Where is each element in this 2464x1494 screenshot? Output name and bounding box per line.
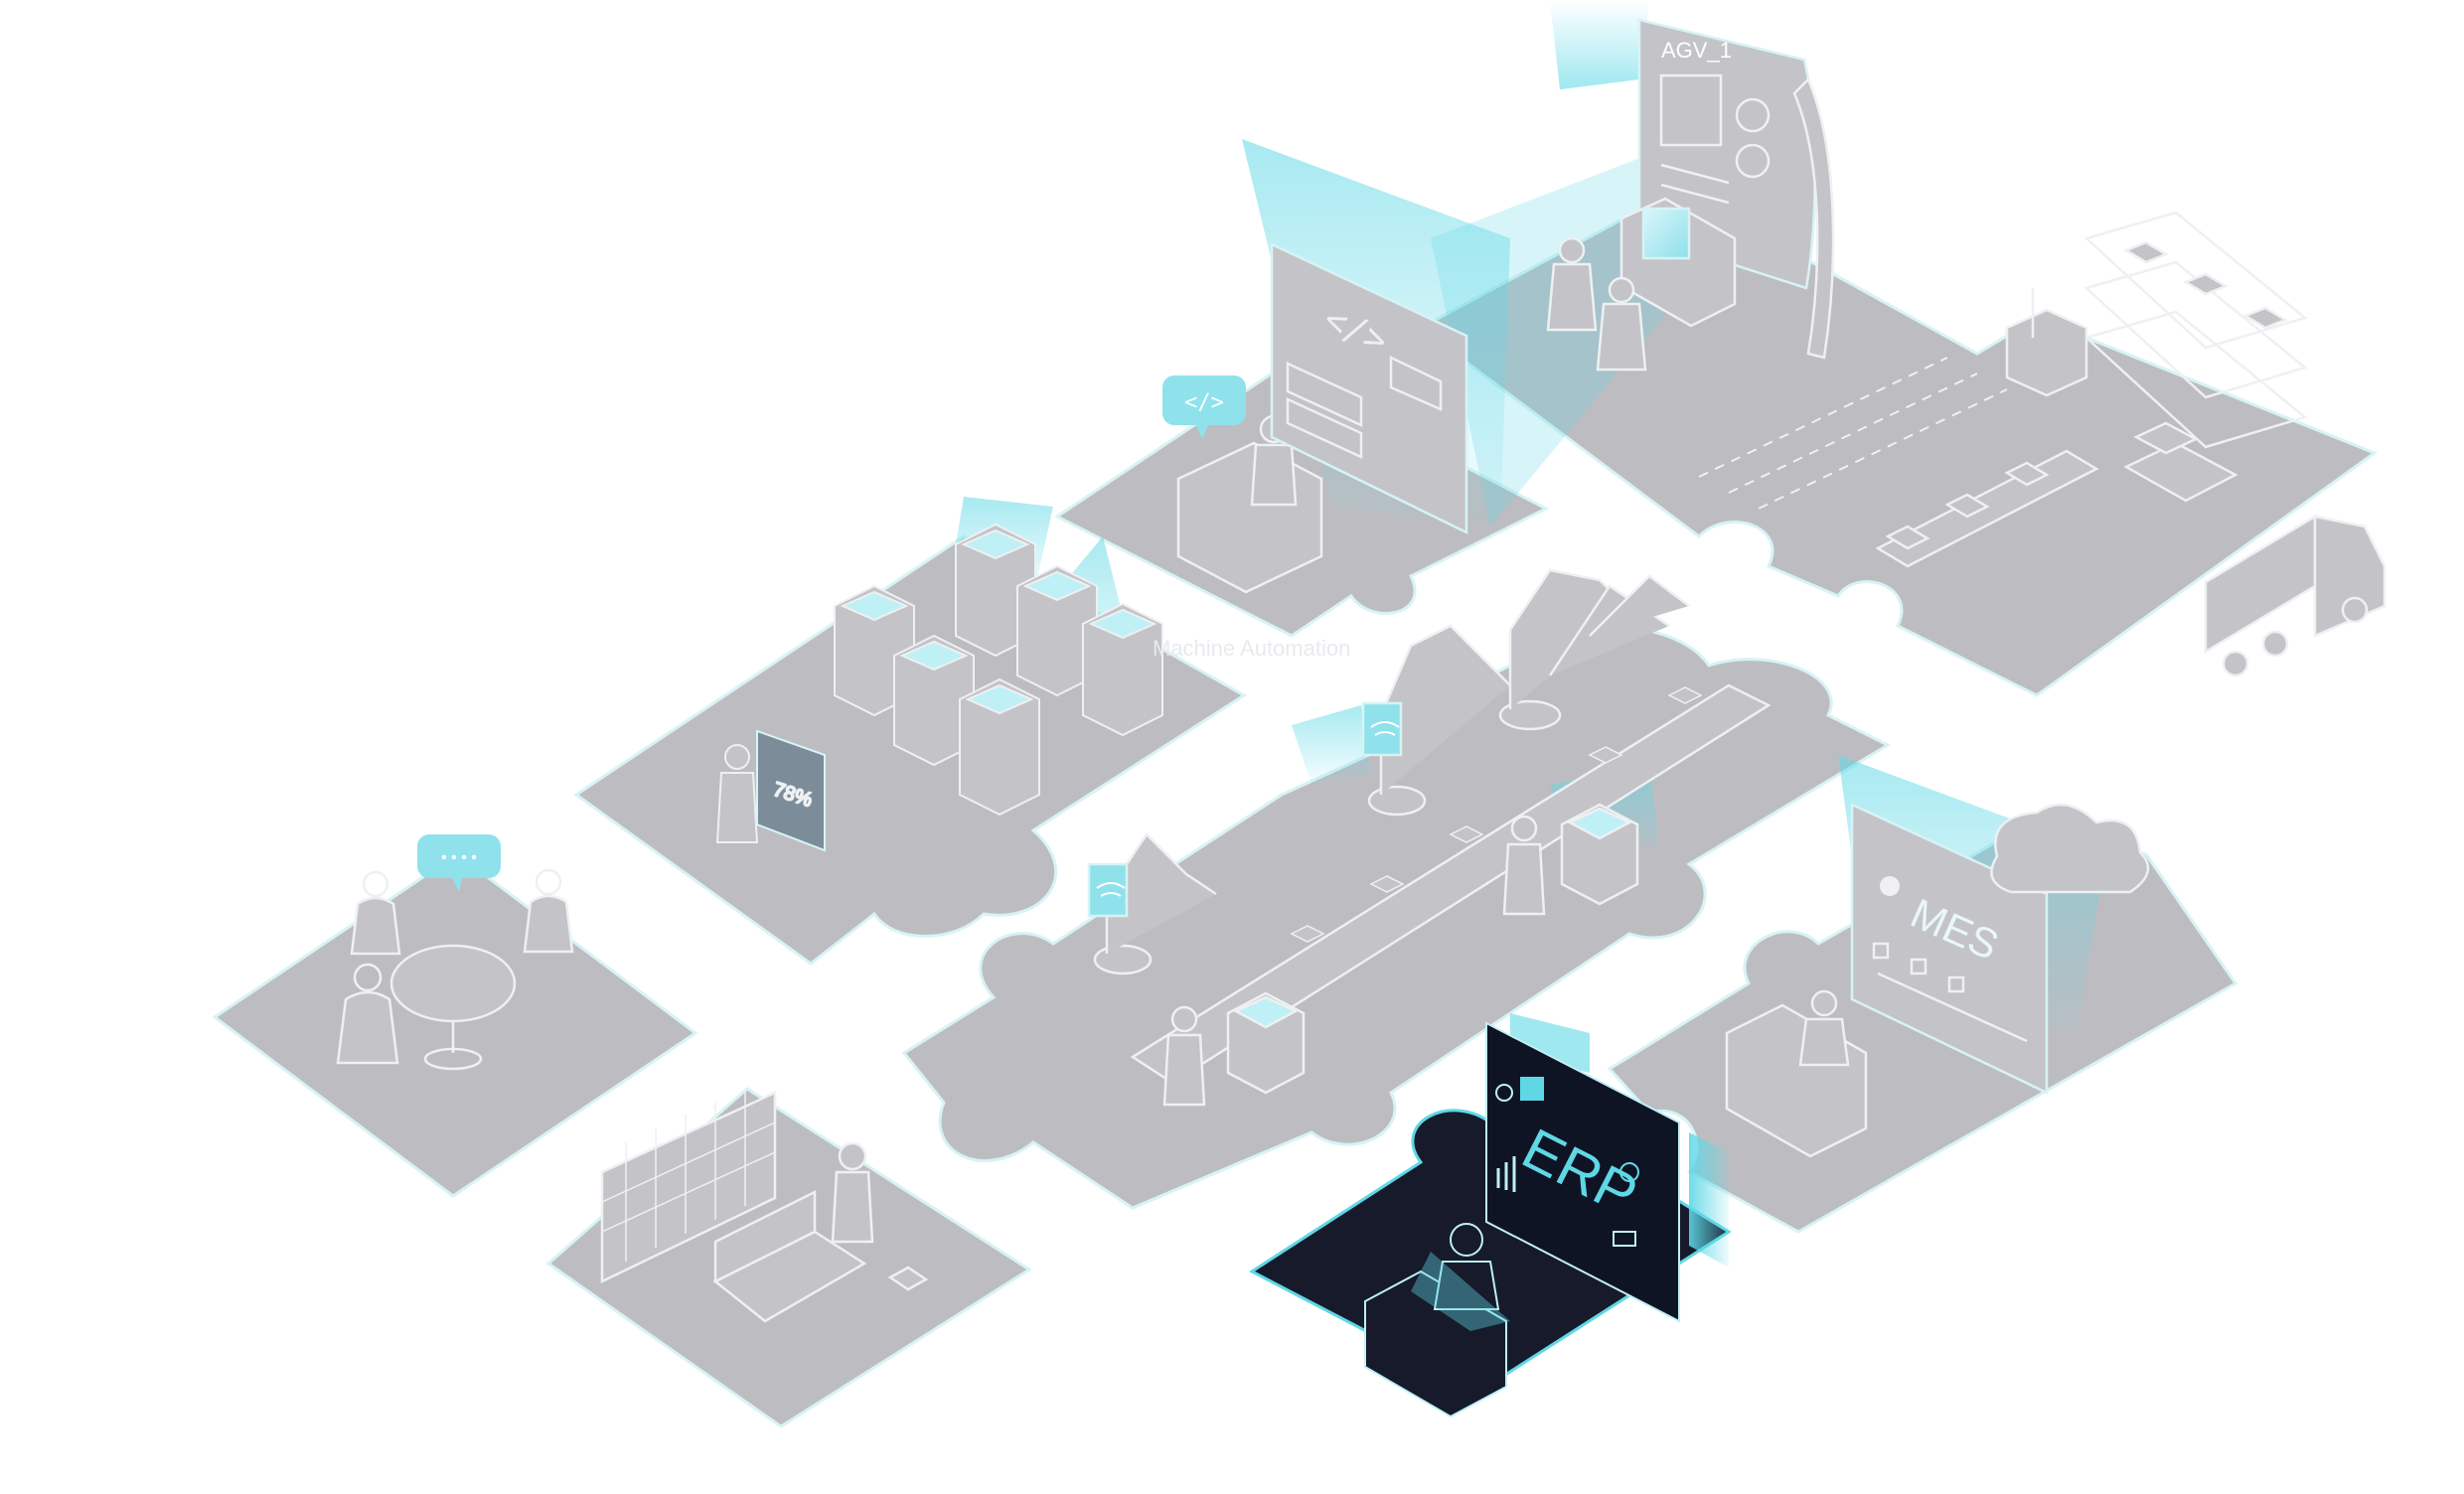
forklift-icon <box>2005 288 2088 397</box>
small-box-icon <box>887 1266 929 1291</box>
chat-bubble-icon[interactable]: • • • • <box>417 834 501 892</box>
server-rack-icon <box>893 634 975 767</box>
bar-chart-icon <box>1496 1156 1516 1192</box>
percent-monitor[interactable]: 78% <box>756 729 826 852</box>
robot-arm-cluster <box>1498 568 1690 731</box>
agv-side-panel <box>1792 76 1835 360</box>
person-icon <box>1502 815 1546 916</box>
person-icon <box>1162 1005 1206 1107</box>
conveyor-icon <box>1875 449 2099 568</box>
person-icon <box>336 963 399 1065</box>
server-rack-icon <box>1082 602 1163 737</box>
erp-glow-panel <box>1689 1132 1729 1268</box>
person-icon <box>1546 236 1598 332</box>
wifi-icon <box>1096 882 1126 897</box>
pallet-boxes <box>2123 421 2238 503</box>
code-bubble-glyph: </> <box>1184 390 1224 415</box>
tile-meeting-room <box>212 852 698 1198</box>
person-icon <box>523 868 574 954</box>
truck-icon[interactable] <box>2204 514 2387 677</box>
person-icon <box>831 1141 874 1244</box>
agv-label: AGV_1 <box>1661 38 1732 63</box>
mail-icon <box>1613 1231 1636 1247</box>
machine-automation-area: Machine Automation <box>1087 568 1771 1107</box>
glow-cube <box>1226 991 1306 1095</box>
center-caption: Machine Automation <box>1153 636 1350 661</box>
gear-icon <box>1880 876 1900 896</box>
cloud-icon <box>1990 803 2150 894</box>
mes-area: MES <box>1725 803 2150 1158</box>
storage-shelf <box>600 1091 777 1283</box>
erp-area[interactable]: ERP <box>1364 1013 1729 1419</box>
wifi-icon <box>1370 721 1400 736</box>
person-icon <box>1433 1223 1500 1310</box>
warehouse-area: AGV_1 <box>1546 18 2387 677</box>
development-area: </> </> <box>1162 242 1468 594</box>
small-box-icon <box>1290 686 1703 943</box>
gear-icon <box>1619 1162 1639 1182</box>
tile-warehouse <box>1418 187 2379 697</box>
agv-desk <box>1619 197 1737 328</box>
meeting-area <box>336 868 574 1071</box>
storage-rack-icon <box>2083 211 2308 449</box>
erp-monitor[interactable]: ERP <box>1485 1021 1680 1323</box>
code-monitor[interactable]: </> <box>1270 242 1468 535</box>
data-center: 78% <box>715 523 1163 852</box>
robot-arm-icon <box>1087 832 1217 975</box>
server-rack-icon <box>959 677 1040 817</box>
person-icon <box>1596 276 1647 372</box>
chat-bubble-text: • • • • <box>441 849 477 866</box>
storage-area <box>600 1091 929 1323</box>
person-icon <box>1798 989 1850 1067</box>
conveyor-icon <box>1130 683 1771 1085</box>
server-rack-icon <box>1016 564 1098 697</box>
code-bubble-icon[interactable]: </> <box>1162 375 1246 439</box>
person-icon <box>715 744 759 843</box>
person-icon <box>350 870 401 956</box>
glow-cube <box>1560 803 1639 906</box>
robot-arm-icon <box>1361 624 1511 817</box>
